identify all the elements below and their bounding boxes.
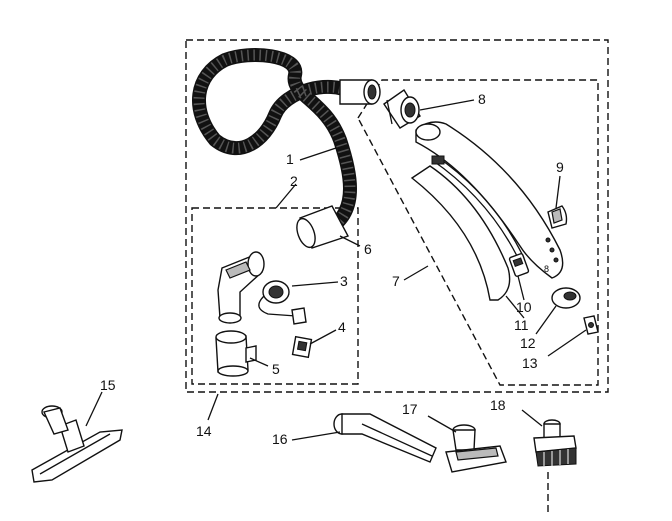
callout-8: 8 bbox=[478, 91, 486, 107]
callout-11: 11 bbox=[514, 317, 529, 333]
callout-15: 15 bbox=[100, 377, 116, 393]
clip-icon bbox=[291, 335, 313, 359]
switch-icon bbox=[508, 253, 530, 277]
button-icon bbox=[547, 205, 568, 229]
hose-subassembly-box bbox=[191, 207, 359, 385]
elbow-connector-icon bbox=[217, 251, 265, 324]
callout-3: 3 bbox=[340, 273, 348, 289]
callout-2: 2 bbox=[290, 173, 298, 189]
assembly-box bbox=[185, 39, 609, 393]
callout-1: 1 bbox=[286, 151, 294, 167]
callout-9: 9 bbox=[556, 159, 564, 175]
callout-labels: 1 2 3 4 5 6 7 8 9 10 11 12 13 14 15 16 1… bbox=[100, 91, 564, 447]
callout-5: 5 bbox=[272, 361, 280, 377]
callout-16: 16 bbox=[272, 431, 288, 447]
dusting-brush-icon bbox=[533, 419, 577, 467]
svg-text:8: 8 bbox=[544, 264, 549, 274]
callout-12: 12 bbox=[520, 335, 536, 351]
crevice-tool-icon bbox=[333, 413, 437, 463]
callout-13: 13 bbox=[522, 355, 538, 371]
hose-cuff-top-icon bbox=[339, 79, 381, 105]
upholstery-tool-icon bbox=[445, 424, 507, 473]
cuff-icon bbox=[215, 330, 257, 377]
callout-18: 18 bbox=[490, 397, 506, 413]
handle-swivel-icon bbox=[383, 89, 421, 129]
callout-17: 17 bbox=[402, 401, 418, 417]
latch-icon bbox=[551, 287, 581, 309]
hose-cuff-icon bbox=[296, 205, 350, 249]
wire-harness-icon bbox=[410, 155, 525, 301]
callout-6: 6 bbox=[364, 241, 372, 257]
spring-icon bbox=[583, 315, 599, 335]
floor-tool-icon bbox=[31, 405, 123, 483]
swivel-connector-icon bbox=[258, 280, 307, 325]
callout-14: 14 bbox=[196, 423, 212, 439]
leader-lines bbox=[85, 99, 587, 441]
callout-4: 4 bbox=[338, 319, 346, 335]
callout-10: 10 bbox=[516, 299, 532, 315]
callout-7: 7 bbox=[392, 273, 400, 289]
hose-icon bbox=[192, 48, 357, 235]
